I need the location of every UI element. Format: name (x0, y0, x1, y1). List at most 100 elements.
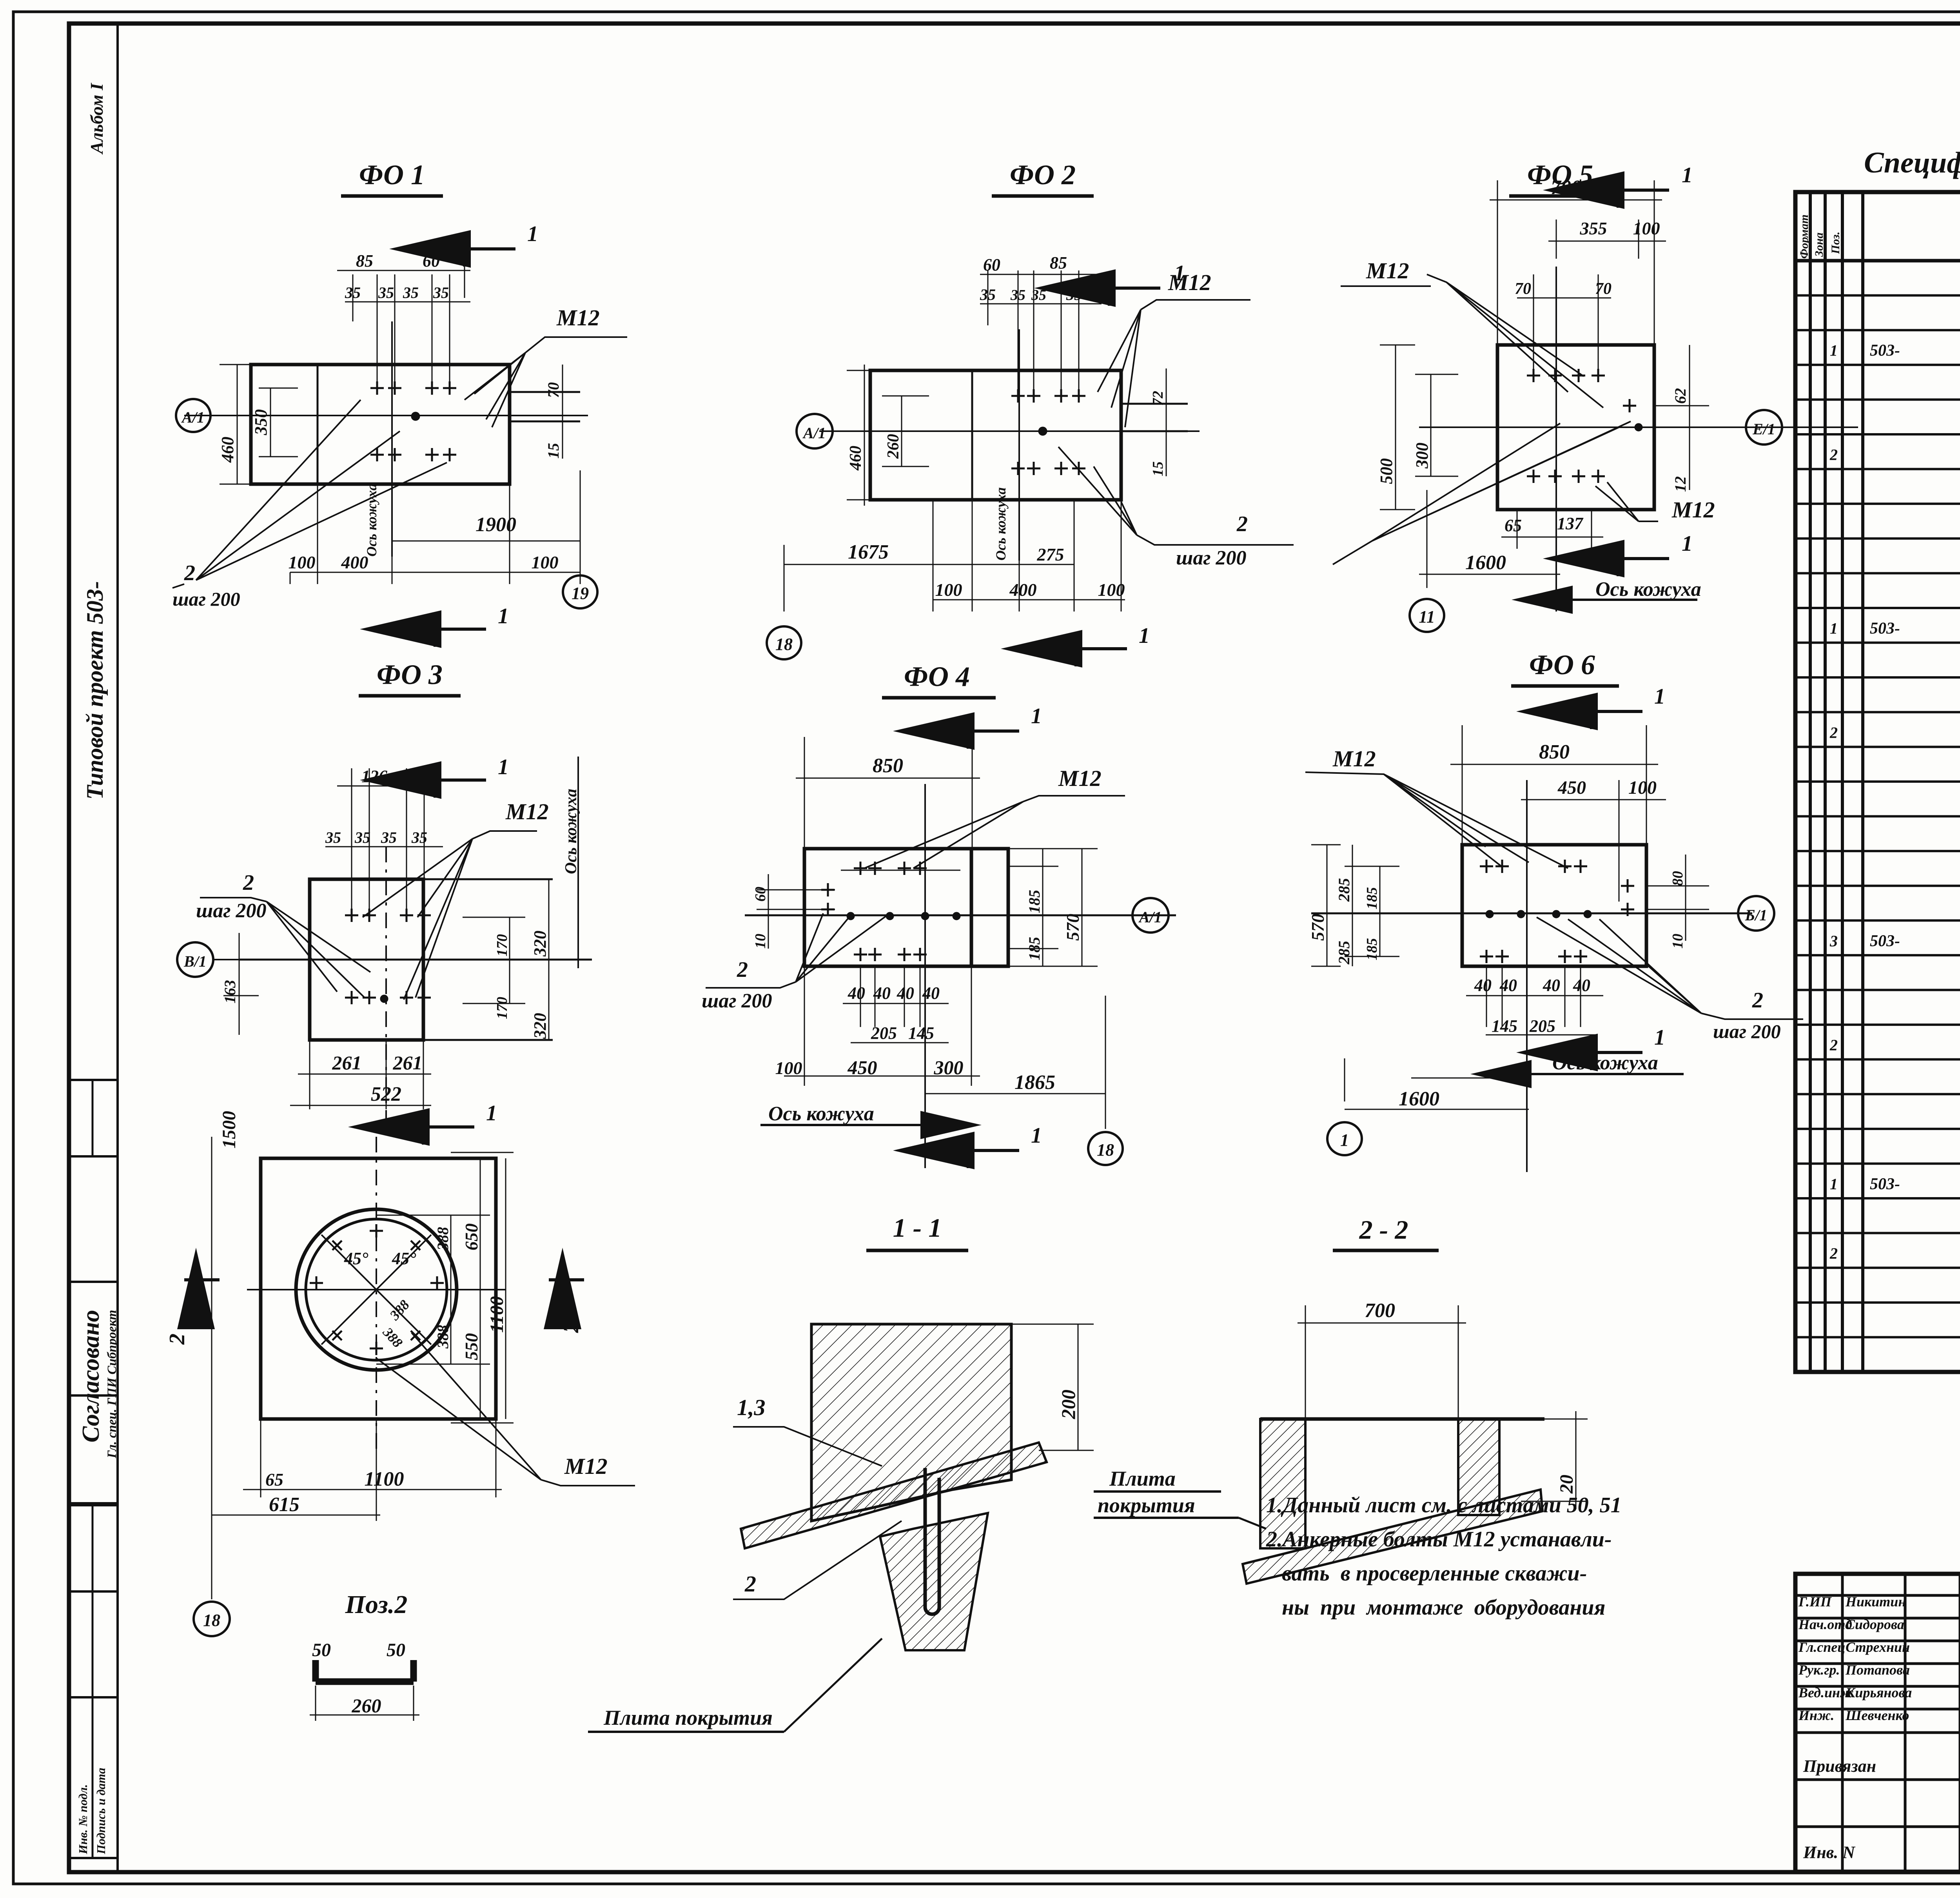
circ-angle-45b: 45° (392, 1249, 416, 1268)
fo1-dim-400: 400 (341, 552, 368, 572)
title-role-label: Нач.отд (1798, 1617, 1852, 1632)
fo1-dim-35d: 35 (433, 284, 449, 301)
circ-dim-388d: 388 (434, 1325, 452, 1349)
fo1-section-mark-top: 1 (527, 222, 538, 246)
title-role-name: Никитин (1845, 1594, 1906, 1609)
circ-dim-1100h: 1100 (364, 1468, 404, 1490)
svg-text:503-: 503- (1870, 1175, 1900, 1193)
spec-row: Детали (1795, 1209, 1960, 1233)
title-role-row: Гл.спецСтрехнин (1798, 1639, 1910, 1655)
fo6-dim-285a: 285 (1335, 878, 1353, 902)
spec-row: Бетон М1000,12м³ (1795, 1105, 1960, 1129)
fo6-section-mark-top: 1 (1654, 684, 1665, 709)
svg-text:1: 1 (1830, 342, 1838, 359)
fo5-dim-500: 500 (1377, 458, 1396, 484)
fo1-dim-85: 85 (356, 251, 373, 270)
svg-text:503-: 503- (1870, 342, 1900, 360)
view-fo3-title: ФО 3 (377, 659, 443, 690)
fo3-dim-320a: 320 (530, 931, 550, 957)
view-circular-plan: 45° 45° 388 388 388 388 650 550 1100 65 … (165, 1111, 635, 1636)
spec-header-format: Формат (1798, 214, 1811, 259)
fo5-axis-label: Ось кожуха (1595, 578, 1701, 601)
fo3-dim-170a: 170 (494, 934, 510, 956)
privyazan-label: Привязан (1803, 1756, 1876, 1776)
fo2-grid-bottom: 18 (775, 635, 793, 654)
fo2-dim-35d: 35 (1066, 286, 1082, 303)
fo2-dim-1675: 1675 (848, 541, 889, 563)
poz2-dim-50b: 50 (387, 1640, 405, 1660)
fo1-step-label: шаг 200 (172, 588, 240, 610)
section11-rib (880, 1513, 988, 1650)
spec-row: 1503--кжи-С6,С7Сетка арматурная С61 (1795, 341, 1960, 365)
fo3-grid-left: В/1 (183, 953, 207, 970)
approval-label: Согласовано (78, 1310, 104, 1443)
svg-text:503-: 503- (1870, 619, 1900, 637)
spec-row: Сборочные единицы (1795, 584, 1960, 608)
fo5-section-mark-bottom: 1 (1682, 532, 1693, 556)
fo1-dim-60: 60 (423, 251, 440, 270)
poz2-dim-50a: 50 (312, 1640, 331, 1660)
fo1-section-mark-bottom: 1 (498, 604, 509, 628)
fo4-dim-60: 60 (752, 887, 769, 902)
fo2-dim-400: 400 (1009, 580, 1037, 600)
fo4-dim-40b: 40 (873, 983, 891, 1003)
fo6-dim-40a: 40 (1474, 976, 1492, 995)
spec-row: Бетон М 1000,07м³ (1795, 514, 1960, 539)
title-role-name: Шевченко (1845, 1707, 1909, 1723)
fo2-axis-label: Ось кожуха (993, 487, 1009, 561)
section11-title: 1 - 1 (893, 1213, 942, 1243)
title-role-name: Сидорова (1846, 1617, 1904, 1632)
fo2-dim-100a: 100 (935, 580, 962, 600)
circ-grid-bottom: 18 (203, 1611, 220, 1630)
fo6-dim-850: 850 (1539, 741, 1570, 763)
fo6-dim-100: 100 (1628, 777, 1657, 798)
fo2-step-label: шаг 200 (1176, 547, 1247, 569)
fo3-dim-320b: 320 (530, 1013, 550, 1039)
fo5-grid-right: Е/1 (1752, 420, 1775, 438)
spec-row: Бетон М 1000,1м³ (1795, 1348, 1960, 1372)
view-fo1-title: ФО 1 (359, 159, 425, 191)
fo4-step-label: шаг 200 (702, 990, 772, 1012)
poz2-title: Поз.2 (345, 1590, 408, 1619)
approval-sub-label: Гл. спец. ГПИ Сибпроект (105, 1310, 119, 1459)
fo6-dim-10: 10 (1670, 934, 1686, 949)
section11-callout-2: 2 (744, 1571, 756, 1597)
title-role-label: Гл.спец (1798, 1639, 1845, 1655)
section11-plate-label-3: Плита покрытия (603, 1706, 773, 1729)
spec-header-zone: Зона (1813, 232, 1826, 257)
circ-section-mark-right: 2 (559, 1322, 583, 1333)
fo4-dim-40a: 40 (848, 983, 865, 1003)
fo4-dim-185b: 185 (1025, 937, 1043, 960)
fo1-dim-460: 460 (218, 437, 237, 463)
fo3-dim-261a: 261 (332, 1052, 362, 1074)
fo6-dim-1600: 1600 (1399, 1088, 1439, 1110)
fo4-bolt-label: M12 (1058, 766, 1102, 791)
title-role-row: Инж.Шевченко (1798, 1707, 1909, 1723)
fo4-dim-40d: 40 (922, 983, 940, 1003)
spec-row: Материалы Ф01;Ф02 (1795, 479, 1960, 504)
fo1-dim-15: 15 (544, 443, 562, 459)
fo6-dim-40b: 40 (1499, 976, 1517, 995)
fo3-dim-35b: 35 (354, 829, 370, 846)
fo6-pos2-label: 2 (1752, 988, 1763, 1013)
fo5-dim-62: 62 (1671, 388, 1689, 404)
spec-row: Детали (1795, 410, 1960, 434)
fo4-dim-450: 450 (848, 1056, 877, 1078)
fo6-dim-570: 570 (1308, 914, 1328, 941)
spec-row: Фундамент Ф05 (1795, 1139, 1960, 1163)
title-role-row: Рук.гр.Потапова (1798, 1662, 1910, 1678)
spec-row: Материалы Ф03 (1795, 792, 1960, 816)
fo2-dim-35b: 35 (1010, 287, 1025, 303)
spec-row: Фундаменты Ф0-1,Ф02 (1795, 271, 1960, 296)
svg-text:3: 3 (1829, 932, 1838, 950)
fo5-dim-355: 355 (1580, 218, 1607, 238)
fo5-dim-70b: 70 (1595, 280, 1612, 298)
view-fo4: ФО 4 850 (702, 661, 1176, 1168)
fo2-dim-460: 460 (847, 446, 865, 471)
fo4-axis-label: Ось кожуха (768, 1103, 874, 1125)
fo6-dim-285b: 285 (1335, 941, 1353, 965)
fo1-axis-label: Ось кожуха (364, 483, 379, 557)
fo6-section-mark-bottom: 1 (1654, 1025, 1665, 1050)
